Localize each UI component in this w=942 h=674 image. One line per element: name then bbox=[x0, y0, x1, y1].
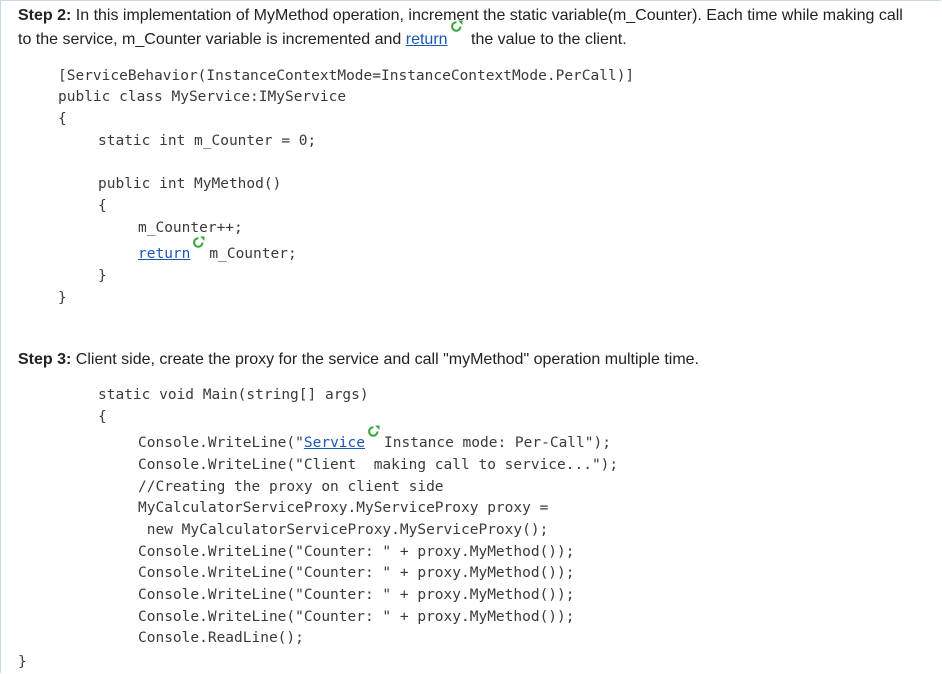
step3-line: Step 3: Client side, create the proxy fo… bbox=[18, 348, 699, 372]
code1-line10: } bbox=[58, 290, 67, 306]
code2-line4: Console.WriteLine("Client making call to… bbox=[138, 457, 619, 473]
code2-line1: static void Main(string[] args) bbox=[98, 387, 369, 403]
code1-line8-rest: m_Counter; bbox=[209, 246, 297, 262]
return-link[interactable]: return bbox=[405, 31, 448, 48]
step2-text-b: the value to the client. bbox=[466, 31, 627, 48]
external-link-icon[interactable] bbox=[192, 236, 205, 249]
step2-label: Step 2: bbox=[18, 7, 72, 24]
code2-line2: { bbox=[98, 409, 107, 425]
code1-line8: return m_Counter; bbox=[138, 236, 297, 266]
code1-line9: } bbox=[98, 268, 107, 284]
return-code-link[interactable]: return bbox=[138, 246, 191, 262]
step2-line1: Step 2: In this implementation of MyMeth… bbox=[18, 4, 903, 28]
code1-line7: m_Counter++; bbox=[138, 220, 243, 236]
step2-line2: to the service, m_Counter variable is in… bbox=[18, 20, 627, 52]
code2-line8: Console.WriteLine("Counter: " + proxy.My… bbox=[138, 544, 575, 560]
code1-line3: { bbox=[58, 111, 67, 127]
step3-label: Step 3: bbox=[18, 351, 72, 368]
step3-text: Client side, create the proxy for the se… bbox=[71, 351, 699, 368]
code2-line13: } bbox=[18, 654, 27, 670]
code2-line3-a: Console.WriteLine(" bbox=[138, 435, 304, 451]
code2-line7: new MyCalculatorServiceProxy.MyServicePr… bbox=[138, 522, 549, 538]
service-link[interactable]: Service bbox=[303, 435, 365, 451]
step2-text: In this implementation of MyMethod opera… bbox=[71, 7, 903, 24]
code1-line5: public int MyMethod() bbox=[98, 176, 282, 192]
code2-line5: //Creating the proxy on client side bbox=[138, 479, 444, 495]
code2-line6: MyCalculatorServiceProxy.MyServiceProxy … bbox=[138, 500, 549, 516]
step2-text-a: to the service, m_Counter variable is in… bbox=[18, 31, 406, 48]
external-link-icon[interactable] bbox=[367, 425, 380, 438]
code2-line3: Console.WriteLine("Service Instance mode:… bbox=[138, 425, 611, 455]
external-link-icon[interactable] bbox=[450, 20, 463, 33]
code1-line1: [ServiceBehavior(InstanceContextMode=Ins… bbox=[58, 68, 635, 84]
code2-line9: Console.WriteLine("Counter: " + proxy.My… bbox=[138, 565, 575, 581]
code2-line3-b: Instance mode: Per-Call"); bbox=[383, 435, 611, 451]
code2-line12: Console.ReadLine(); bbox=[138, 630, 304, 646]
code1-line4: static int m_Counter = 0; bbox=[98, 133, 317, 149]
code2-line10: Console.WriteLine("Counter: " + proxy.My… bbox=[138, 587, 575, 603]
code2-line11: Console.WriteLine("Counter: " + proxy.My… bbox=[138, 609, 575, 625]
code1-line6: { bbox=[98, 198, 107, 214]
code1-line2: public class MyService:IMyService bbox=[58, 89, 347, 105]
